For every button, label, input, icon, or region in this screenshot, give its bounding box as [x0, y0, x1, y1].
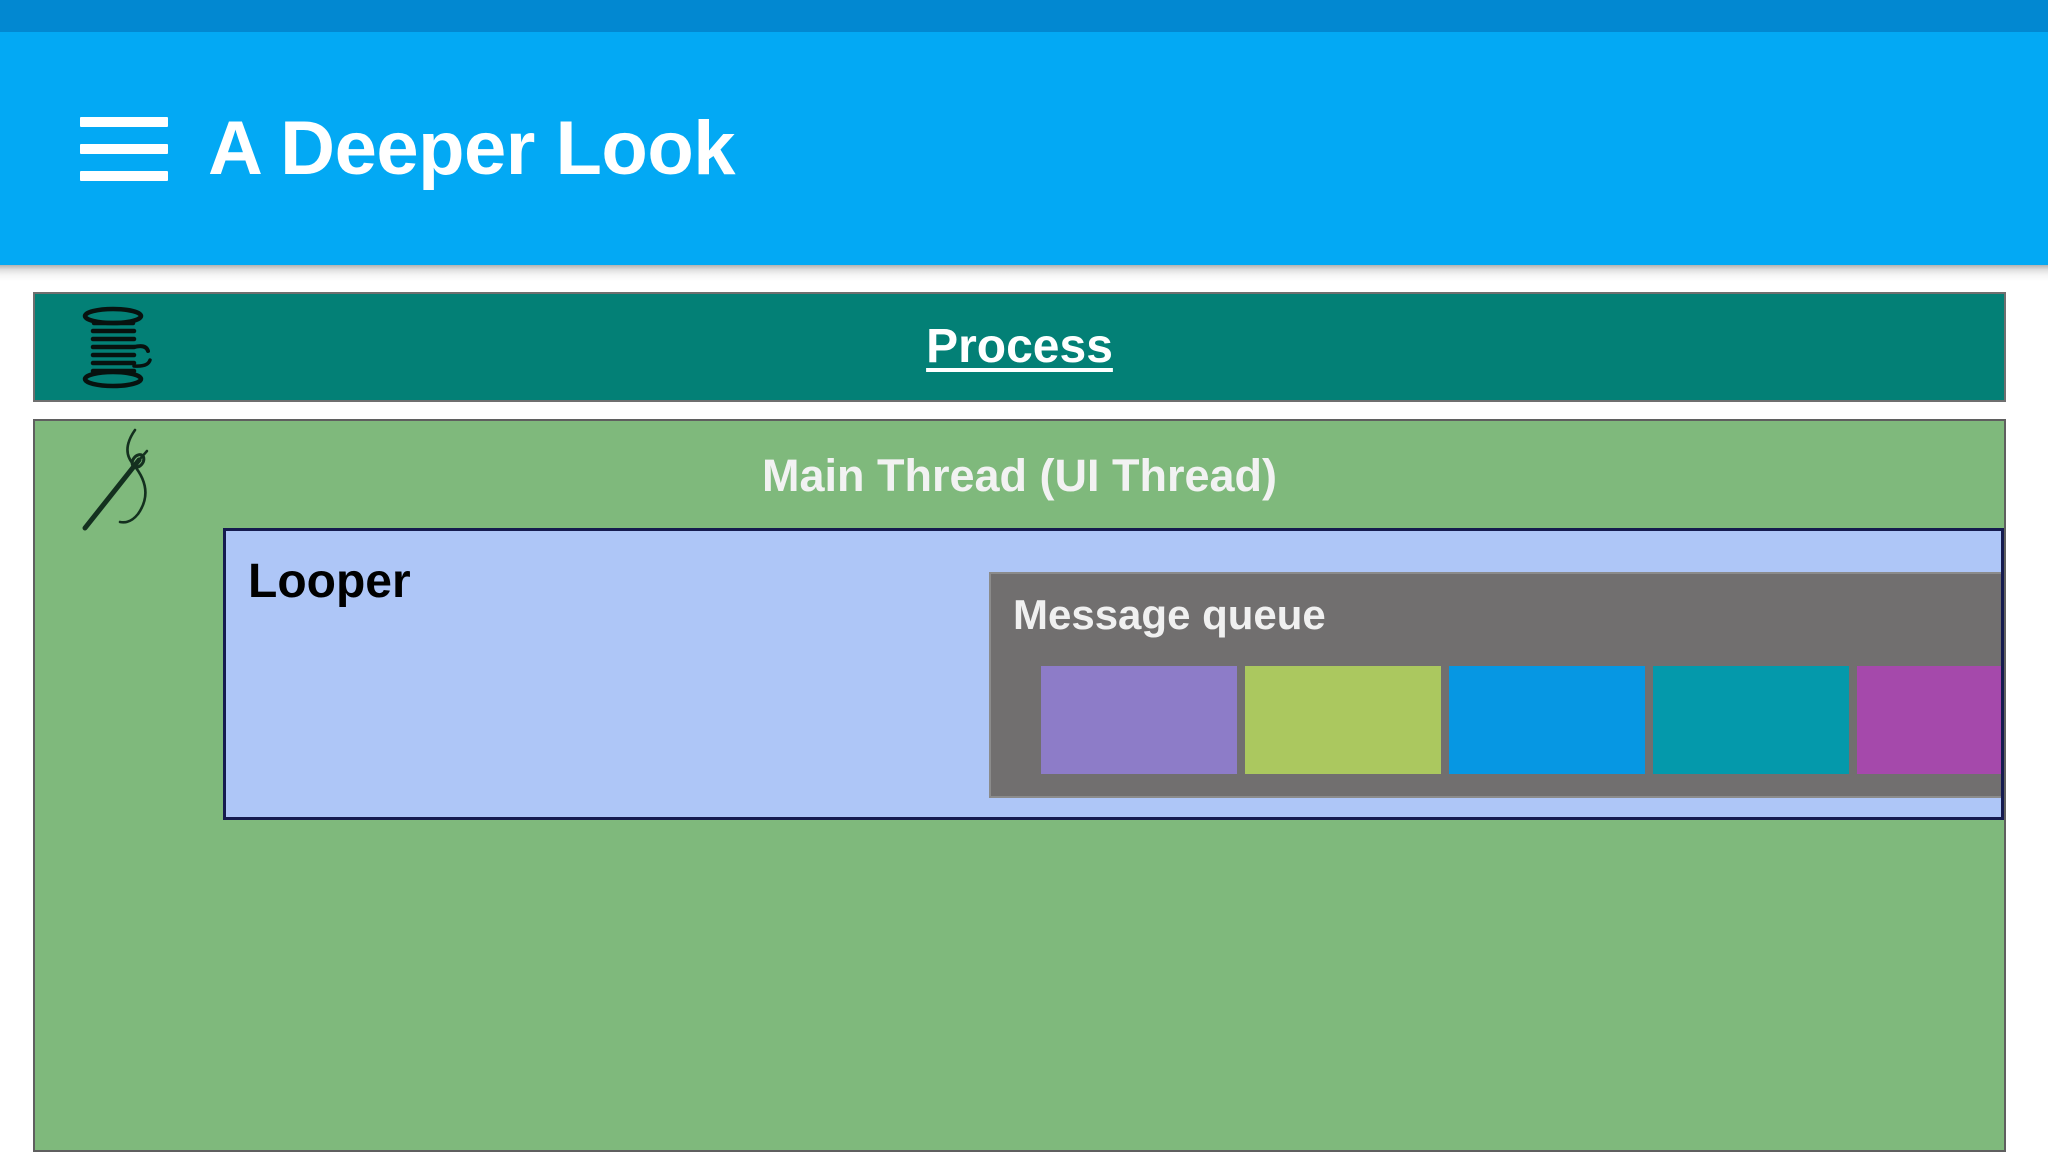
looper-label: Looper: [248, 555, 411, 608]
message-3: [1449, 666, 1645, 774]
looper-container: Looper Message queue: [223, 528, 2004, 820]
message-1: [1041, 666, 1237, 774]
app-bar-title: A Deeper Look: [208, 105, 736, 191]
thread-spool-icon: [82, 306, 152, 389]
hamburger-bar-1: [80, 116, 168, 127]
message-queue-label: Message queue: [1013, 591, 1326, 638]
process-container: Process: [33, 292, 2006, 402]
main-thread-label: Main Thread (UI Thread): [761, 450, 1278, 501]
message-queue-items: [1041, 666, 2001, 774]
hamburger-bar-2: [80, 143, 168, 154]
message-4: [1653, 666, 1849, 774]
main-thread-container: Main Thread (UI Thread) Looper Message q…: [33, 419, 2006, 1152]
message-5: [1857, 666, 2001, 774]
message-queue-container: Message queue: [989, 572, 2001, 798]
app-bar-shadow: [0, 265, 2048, 281]
app-bar: A Deeper Look: [0, 32, 2048, 265]
process-label: Process: [926, 320, 1113, 373]
hamburger-bar-3: [80, 170, 168, 181]
status-bar: [0, 0, 2048, 32]
hamburger-menu-icon[interactable]: [80, 113, 168, 185]
message-2: [1245, 666, 1441, 774]
